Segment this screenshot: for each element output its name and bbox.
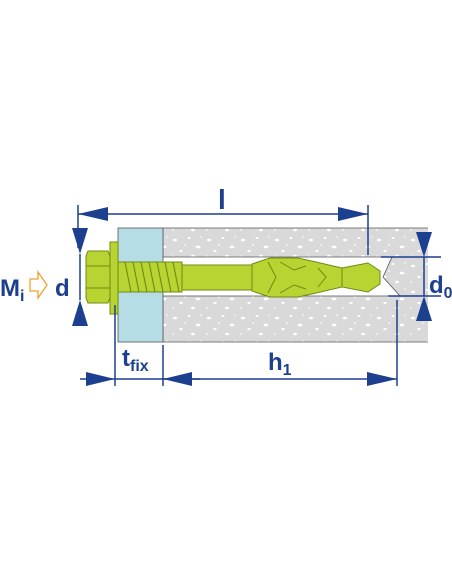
anchor-bolt (85, 241, 381, 315)
torque-label: Mi (0, 275, 24, 305)
hole-diameter-label: d0 (429, 272, 452, 302)
dimension-lines (72, 205, 441, 386)
embedment-depth-sub: 1 (283, 362, 292, 379)
fixture-thickness-main: t (122, 345, 130, 372)
hole-diameter-sub: 0 (444, 285, 452, 302)
fixture-thickness-sub: fix (130, 358, 149, 375)
torque-main: M (0, 275, 20, 302)
embedment-depth-main: h (268, 349, 283, 376)
diameter-label: d (55, 275, 70, 302)
torque-arrow-icon (29, 269, 48, 301)
torque-sub: i (20, 288, 24, 305)
length-label: l (218, 184, 226, 215)
hole-diameter-main: d (429, 272, 444, 299)
fixture-thickness-label: tfix (122, 345, 149, 375)
thread-lines (124, 261, 180, 293)
embedment-depth-label: h1 (268, 349, 292, 379)
